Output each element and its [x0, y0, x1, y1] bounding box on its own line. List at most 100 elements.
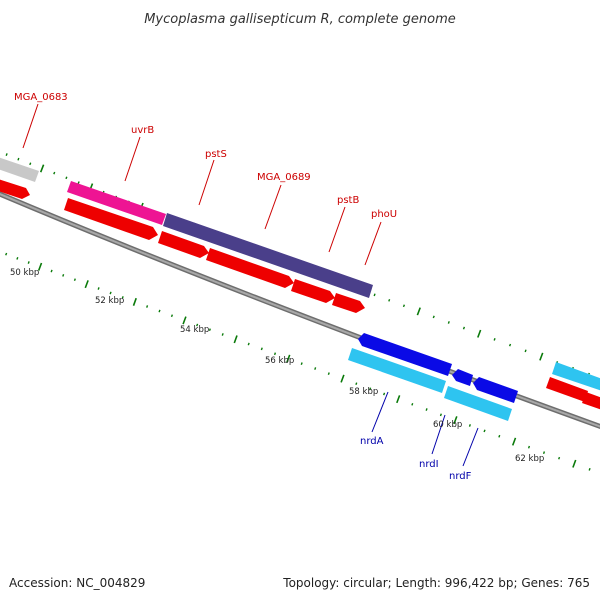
minor-tick: [483, 429, 486, 433]
gene-pst-operon-bar[interactable]: [163, 213, 373, 298]
kbp-label-52: 52 kbp: [95, 296, 124, 306]
minor-tick: [121, 296, 124, 299]
kbp-label-58: 58 kbp: [349, 387, 378, 397]
major-tick: [39, 164, 45, 173]
gene-nrda-bar[interactable]: [348, 348, 446, 393]
major-tick: [416, 307, 421, 316]
accession-text: Accession: NC_004829: [9, 576, 146, 590]
cds-pstb-arrow[interactable]: [291, 279, 335, 303]
minor-tick: [5, 153, 8, 156]
gene-label-nrdf: nrdF: [449, 471, 472, 482]
major-tick: [233, 335, 238, 344]
major-tick: [182, 316, 187, 325]
major-tick: [132, 297, 137, 306]
minor-tick: [327, 372, 330, 375]
minor-tick: [170, 314, 174, 318]
major-tick: [477, 329, 482, 338]
minor-tick: [558, 456, 561, 460]
minor-tick: [439, 413, 442, 417]
cds-right-arrow-2[interactable]: [582, 392, 600, 411]
minor-tick: [5, 252, 8, 256]
kbp-label-50: 50 kbp: [10, 268, 39, 278]
minor-tick: [588, 467, 591, 471]
major-tick: [396, 395, 401, 404]
minor-tick: [447, 321, 450, 324]
kbp-label-62: 62 kbp: [515, 454, 544, 464]
minor-tick: [27, 261, 30, 264]
minor-tick: [158, 309, 161, 313]
gene-right-bar[interactable]: [552, 362, 600, 392]
minor-tick: [208, 328, 211, 332]
gene-label-mga0689: MGA_0689: [257, 172, 311, 183]
major-tick: [84, 280, 89, 289]
minor-tick: [146, 305, 149, 308]
minor-tick: [50, 269, 53, 273]
gene-label-nrda: nrdA: [360, 436, 384, 447]
minor-tick: [17, 157, 20, 161]
minor-tick: [402, 304, 406, 308]
minor-tick: [432, 315, 435, 319]
minor-tick: [260, 347, 263, 351]
genome-summary-text: Topology: circular; Length: 996,422 bp; …: [283, 576, 590, 590]
minor-tick: [16, 256, 19, 260]
minor-tick: [273, 352, 277, 356]
major-tick: [453, 416, 458, 425]
cds-nrdi-arrow[interactable]: [452, 369, 473, 386]
gene-nrdi-nrdf-bar[interactable]: [444, 386, 512, 421]
minor-tick: [527, 445, 531, 449]
minor-tick: [493, 338, 496, 341]
gene-label-nrdi: nrdI: [419, 459, 439, 470]
minor-tick: [109, 291, 112, 295]
reverse-cds-row: [358, 333, 518, 403]
major-tick: [572, 459, 577, 468]
gene-uvrb-bar[interactable]: [67, 181, 166, 225]
gene-label-uvrb: uvrB: [131, 125, 154, 136]
kbp-label-60: 60 kbp: [433, 420, 462, 430]
minor-tick: [221, 333, 224, 336]
minor-tick: [97, 287, 100, 290]
minor-tick: [388, 298, 391, 302]
gene-label-phou: phoU: [371, 209, 397, 220]
minor-tick: [369, 387, 372, 391]
minor-tick: [314, 367, 317, 370]
minor-tick: [62, 274, 65, 277]
cds-uvrb-arrow[interactable]: [64, 198, 158, 240]
gene-label-pstb: pstB: [337, 195, 359, 206]
cds-psts-arrow[interactable]: [158, 231, 209, 258]
cds-nrda-arrow[interactable]: [358, 333, 452, 376]
map-title: Mycoplasma gallisepticum R, complete gen…: [144, 12, 456, 27]
cds-phou-arrow[interactable]: [332, 293, 365, 313]
major-tick: [286, 354, 291, 363]
gene-mga0683-bar[interactable]: [0, 156, 39, 182]
major-tick: [539, 352, 544, 361]
minor-tick: [196, 323, 199, 327]
minor-tick: [53, 171, 56, 175]
cds-nrdf-arrow[interactable]: [473, 377, 518, 403]
minor-tick: [373, 293, 376, 297]
minor-tick: [498, 434, 501, 438]
minor-tick: [425, 408, 428, 411]
minor-tick: [77, 181, 80, 184]
minor-tick: [524, 349, 527, 353]
forward-gene-row: [0, 156, 373, 298]
minor-tick: [300, 362, 303, 365]
major-tick: [511, 437, 517, 446]
gene-label-mga0683: MGA_0683: [14, 92, 68, 103]
minor-tick: [29, 162, 32, 166]
gene-label-psts: pstS: [205, 149, 227, 160]
minor-tick: [411, 402, 414, 406]
minor-tick: [355, 382, 358, 386]
cds-mga0683-arrow[interactable]: [0, 178, 30, 199]
cds-mga0689-arrow[interactable]: [206, 248, 294, 288]
minor-tick: [247, 342, 250, 346]
minor-tick: [468, 424, 471, 427]
minor-tick: [383, 392, 386, 396]
forward-cds-row: [0, 178, 600, 411]
label-leader-lines: [22, 103, 479, 467]
reverse-gene-row: [348, 348, 600, 421]
cds-right-arrow-1[interactable]: [546, 377, 588, 402]
major-tick: [37, 262, 43, 271]
kbp-label-56: 56 kbp: [265, 356, 294, 366]
minor-tick: [508, 343, 512, 347]
